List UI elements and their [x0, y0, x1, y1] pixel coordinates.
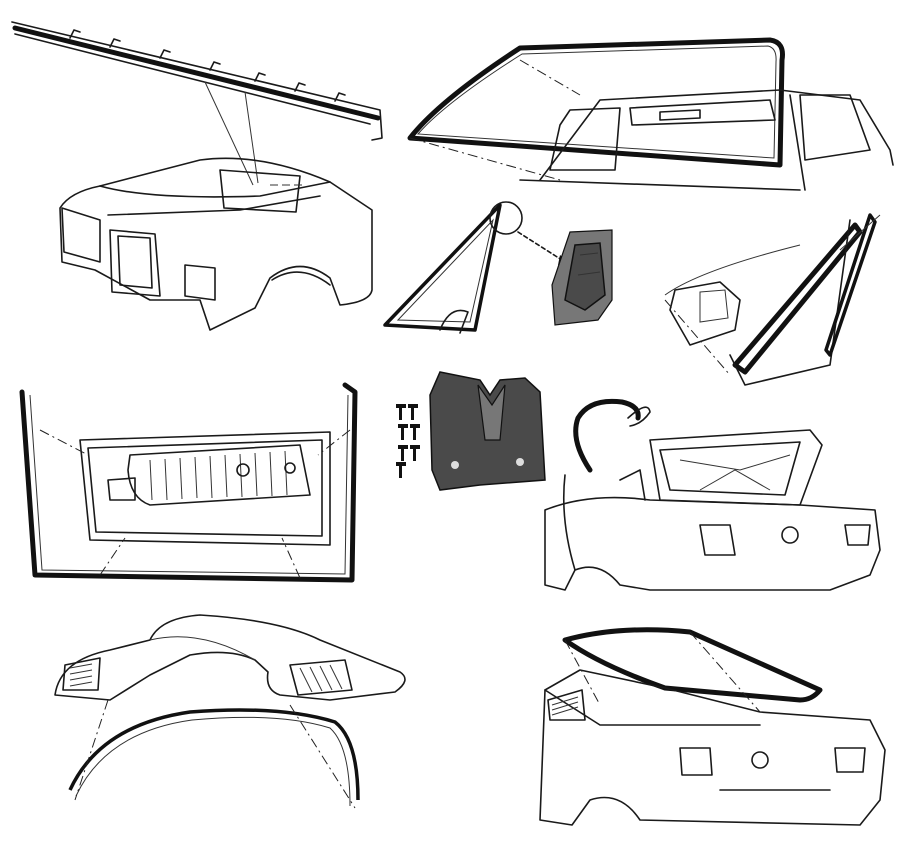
rubber-pad-screws-icon	[396, 371, 546, 491]
door-weatherstrip-icon	[19, 382, 358, 583]
rear-window-seal-icon	[539, 627, 886, 826]
cowl-hood-seal-icon	[11, 21, 383, 331]
trunk-weatherstrip-icon	[544, 398, 881, 591]
windshield-seal-icon	[407, 37, 894, 191]
door-window-run-channel-icon	[664, 213, 881, 386]
roof-rail-weatherstrip-icon	[54, 614, 406, 809]
vent-window-seal-icon	[383, 201, 613, 334]
